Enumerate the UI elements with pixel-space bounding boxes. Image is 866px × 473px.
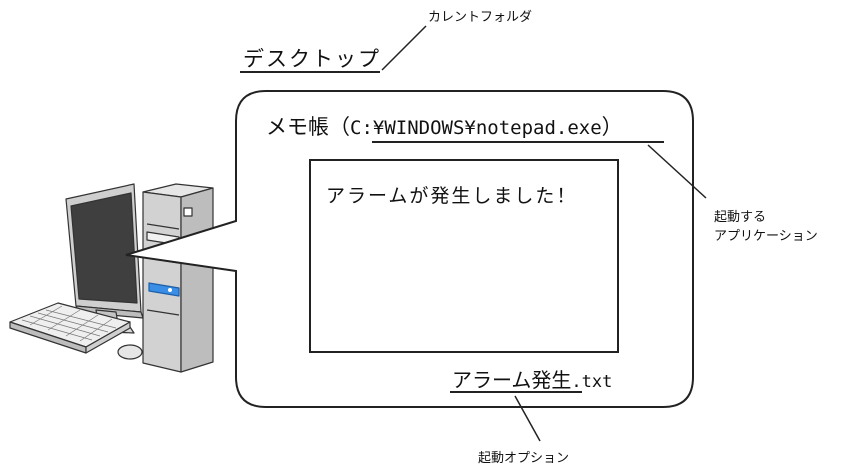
file-argument: アラーム発生.txt xyxy=(452,364,612,393)
alarm-message: アラームが発生しました！ xyxy=(326,185,578,207)
launched-app-label: 起動する アプリケーション xyxy=(714,210,818,244)
desktop-pc-icon xyxy=(9,183,214,373)
window-title-suffix: ） xyxy=(601,115,623,139)
file-argument-name: アラーム発生 xyxy=(452,368,572,392)
notepad-window xyxy=(309,159,619,353)
current-folder-leader xyxy=(381,25,427,71)
desktop-label: デスクトップ xyxy=(243,47,381,71)
launch-option-leader xyxy=(514,395,541,442)
pc-tower xyxy=(142,183,214,373)
launched-app-leader xyxy=(647,144,707,199)
pc-mouse xyxy=(117,344,143,360)
notepad-window-title: メモ帳（C:¥WINDOWS¥notepad.exe） xyxy=(266,111,623,141)
current-folder-label: カレントフォルダ xyxy=(428,10,533,25)
file-argument-extension: .txt xyxy=(571,372,613,392)
application-path: C:¥WINDOWS¥notepad.exe xyxy=(350,117,602,139)
launch-option-label: 起動オプション xyxy=(478,451,570,466)
window-title-prefix: メモ帳（ xyxy=(266,115,350,139)
pc-keyboard xyxy=(9,302,131,354)
